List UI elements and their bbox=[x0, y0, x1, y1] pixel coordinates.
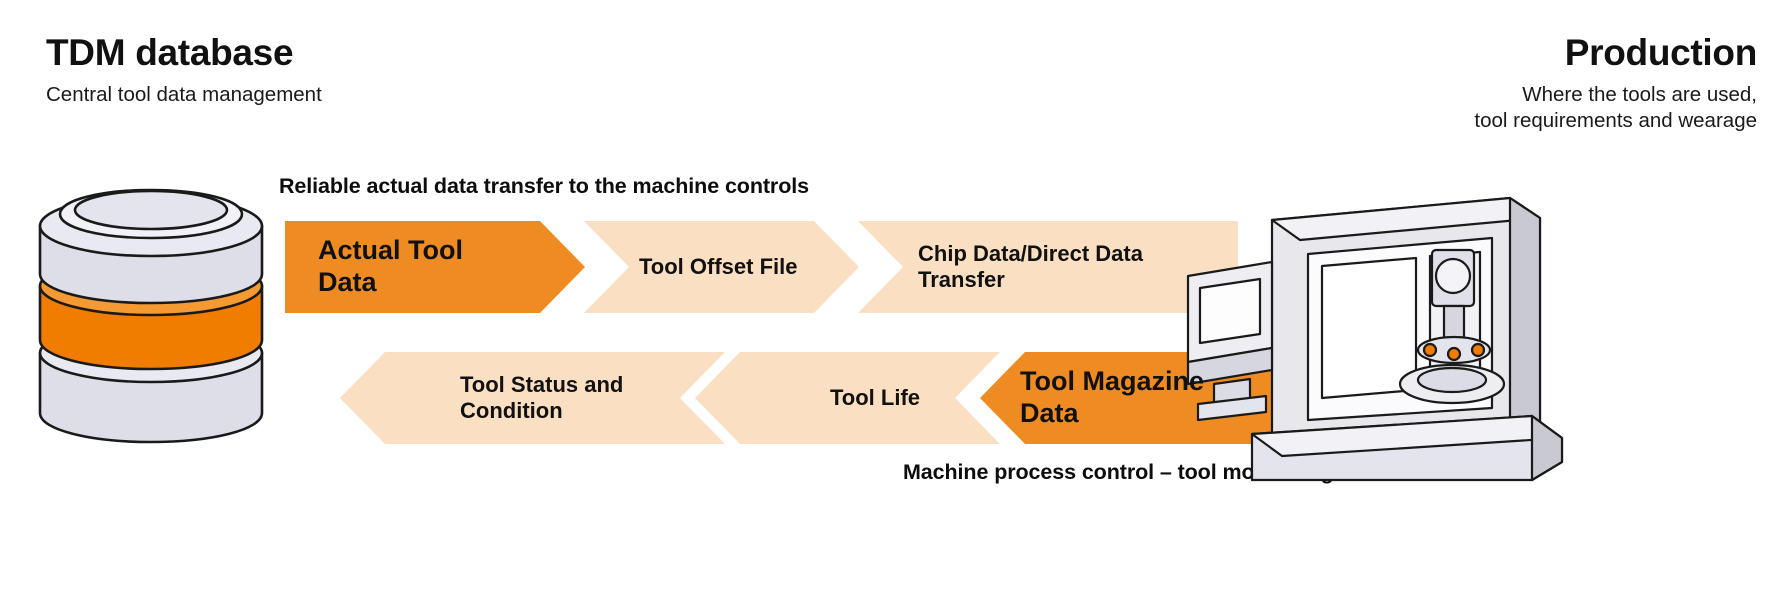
right-header-title: Production bbox=[1564, 32, 1758, 73]
chevron-right-shape bbox=[285, 221, 585, 313]
top-flow-row: Actual Tool Data Tool Offset File Chip D… bbox=[285, 221, 1395, 313]
flow-step-label: Actual Tool Data bbox=[318, 235, 463, 297]
flow-step-tool-offset-file[interactable]: Tool Offset File bbox=[584, 221, 859, 313]
left-header-title: TDM database bbox=[46, 32, 294, 73]
cnc-machine-icon bbox=[1180, 158, 1580, 483]
flow-step-label: Tool Offset File bbox=[639, 254, 798, 280]
flow-step-label: Chip Data/Direct Data Transfer bbox=[918, 241, 1143, 292]
flow-step-tool-life[interactable]: Tool Life bbox=[695, 352, 1000, 444]
flow-step-label: Tool Status and Condition bbox=[460, 372, 624, 423]
flow-step-label: Tool Life bbox=[830, 385, 921, 411]
database-cylinder-icon bbox=[26, 178, 291, 453]
chevron-right-shape bbox=[584, 221, 859, 313]
right-header-subtitle-line-1: Where the tools are used, bbox=[1522, 82, 1757, 106]
chevron-left-shape bbox=[695, 352, 1000, 444]
right-header-subtitle-line-2: tool requirements and wearage bbox=[1474, 109, 1757, 133]
flow-step-actual-tool-data[interactable]: Actual Tool Data bbox=[285, 221, 585, 313]
left-header-subtitle: Central tool data management bbox=[46, 82, 322, 106]
flow-step-label: Tool Magazine Data bbox=[1020, 366, 1205, 428]
chevron-right-shape bbox=[858, 221, 1238, 313]
top-flow-caption: Reliable actual data transfer to the mac… bbox=[279, 174, 809, 198]
left-header-group: TDM database Central tool data managemen… bbox=[46, 32, 322, 108]
flow-step-chip-data-direct-data-transfer[interactable]: Chip Data/Direct Data Transfer bbox=[858, 221, 1238, 313]
flow-step-tool-status-and-condition[interactable]: Tool Status and Condition bbox=[340, 352, 725, 444]
right-header-group: Production Where the tools are used, too… bbox=[1474, 32, 1758, 134]
chevron-left-shape bbox=[340, 352, 725, 444]
